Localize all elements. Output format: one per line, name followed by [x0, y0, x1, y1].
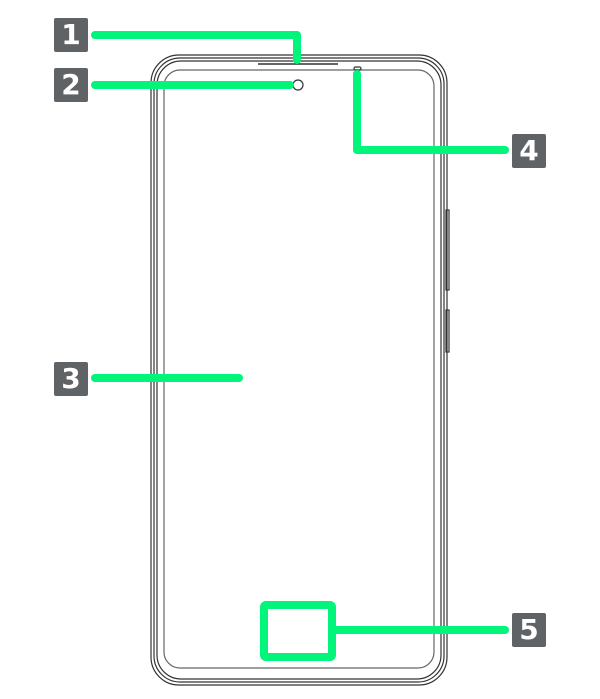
callout-badge-5: 5: [512, 613, 546, 647]
callout-badge-2: 2: [54, 68, 88, 102]
side-button-power: [445, 309, 450, 353]
display-area: [163, 69, 435, 669]
side-button-volume: [445, 209, 450, 291]
callout-badge-4: 4: [512, 134, 546, 168]
indicator-light: [353, 66, 362, 71]
callout-line-4: [353, 70, 509, 154]
front-camera: [292, 79, 304, 91]
callout-badge-1: 1: [54, 18, 88, 52]
fingerprint-highlight: [260, 601, 336, 661]
callout-line-1: [91, 31, 301, 64]
callout-badge-3: 3: [54, 362, 88, 396]
